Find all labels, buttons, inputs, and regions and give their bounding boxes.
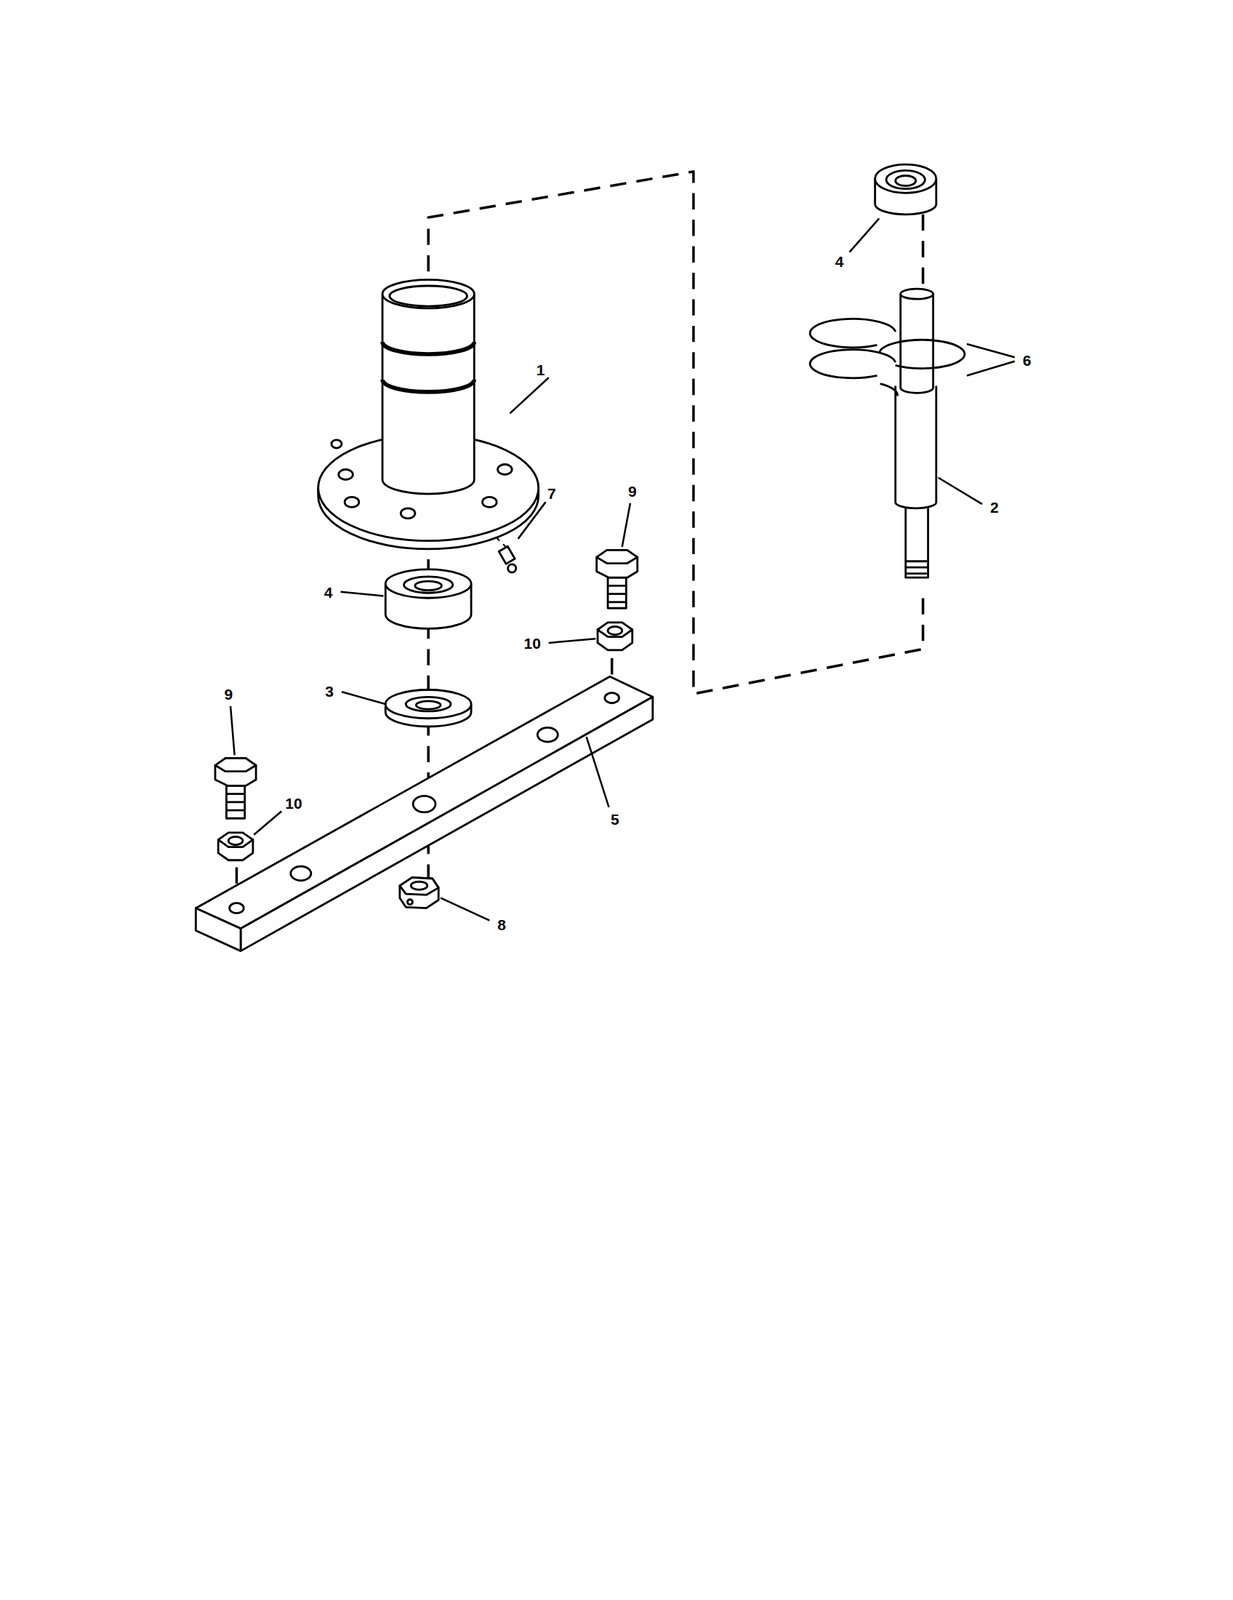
callout-number: 1 [536,361,546,377]
bearing [875,164,937,215]
callout-number: 5 [610,811,620,827]
hex-bolt [596,549,638,608]
leader-line [230,218,1015,920]
hex-nut [218,832,253,861]
callout-number: 9 [628,482,637,498]
spindle-shaft [895,288,937,578]
hex-bolt [215,757,256,818]
callout-number: 4 [835,253,845,269]
callout-number: 4 [324,583,333,600]
grease-fitting [498,545,517,573]
hex-nut [399,877,439,909]
blade-bar [195,676,653,951]
assembly-line [236,171,923,903]
washer [385,689,472,727]
callout-number: 9 [223,685,233,701]
callout-number: 3 [324,682,334,698]
callout-number: 6 [1022,352,1032,368]
callout-number: 2 [990,499,999,515]
callout-number: 8 [497,916,506,932]
callout-number: 10 [284,795,302,811]
retaining-ring [809,319,965,397]
callout-number: 7 [547,484,557,501]
hex-nut [597,622,633,650]
bearing [385,569,472,629]
callout-number: 10 [524,634,541,650]
spindle-housing [318,279,539,549]
